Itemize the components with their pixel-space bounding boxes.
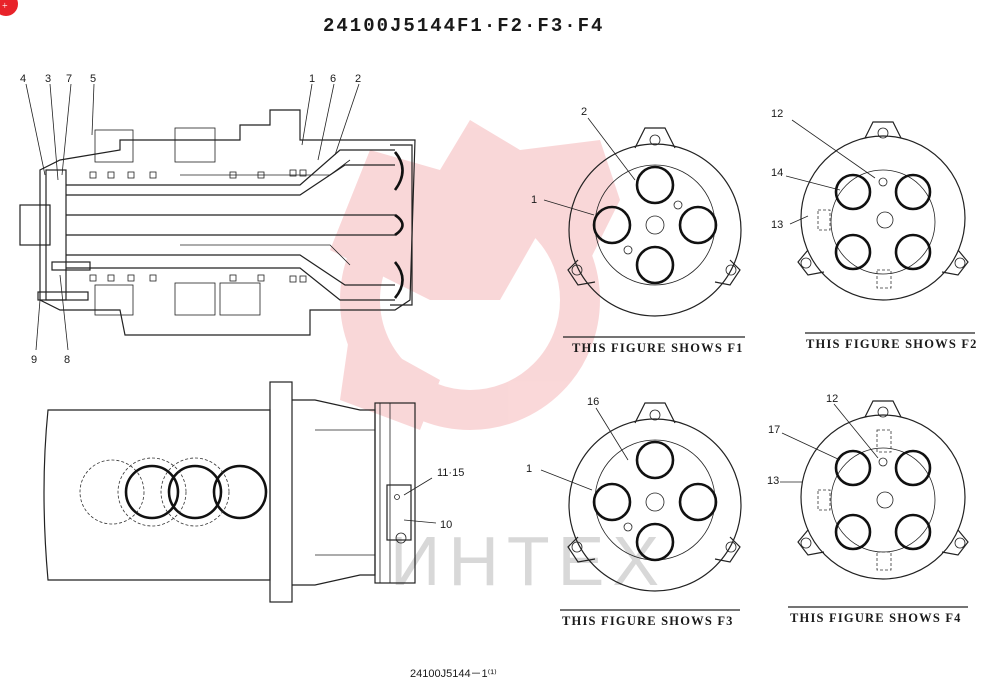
caption-f4: THIS FIGURE SHOWS F4 (790, 611, 962, 625)
drawing-title: 24100J5144F1·F2·F3·F4 (323, 15, 604, 37)
label-3: 3 (45, 73, 51, 85)
f4-label-12: 12 (826, 393, 838, 405)
end-view-f3: 16 1 THIS FIGURE SHOWS F3 (526, 396, 742, 628)
f3-label-16: 16 (587, 396, 599, 408)
label-1: 1 (309, 73, 315, 85)
label-11-15: 11·15 (437, 467, 464, 479)
label-7: 7 (66, 73, 72, 85)
f2-label-12: 12 (771, 108, 783, 120)
f4-label-17: 17 (768, 424, 780, 436)
caption-f3: THIS FIGURE SHOWS F3 (562, 614, 734, 628)
label-10: 10 (440, 519, 452, 531)
caption-f2: THIS FIGURE SHOWS F2 (806, 337, 978, 351)
label-5: 5 (90, 73, 96, 85)
f2-label-13: 13 (771, 219, 783, 231)
end-view-f4: 12 17 13 THIS FIGURE SHOWS F4 (767, 393, 969, 625)
f4-label-13: 13 (767, 475, 779, 487)
f3-label-1: 1 (526, 463, 532, 475)
f2-label-14: 14 (771, 167, 783, 179)
f1-label-2: 2 (581, 106, 587, 118)
f1-label-1: 1 (531, 194, 537, 206)
badge-icon: + (2, 1, 8, 12)
label-4: 4 (20, 73, 26, 85)
label-8: 8 (64, 354, 70, 366)
label-9: 9 (31, 354, 37, 366)
corner-badge[interactable]: + (0, 0, 18, 16)
label-2: 2 (355, 73, 361, 85)
section-view: 4 3 7 5 1 6 2 9 8 (19, 73, 416, 366)
label-6: 6 (330, 73, 336, 85)
end-view-f1: 2 1 THIS FIGURE SHOWS F1 (531, 106, 745, 355)
end-view-f2: 12 14 13 THIS FIGURE SHOWS F2 (771, 108, 978, 351)
external-view: 11·15 10 (43, 381, 464, 603)
caption-f1: THIS FIGURE SHOWS F1 (572, 341, 744, 355)
watermark-text: ИНТЕХ (390, 522, 667, 600)
drawing-number-footer: 24100J5144－1⁽¹⁾ (410, 668, 497, 680)
